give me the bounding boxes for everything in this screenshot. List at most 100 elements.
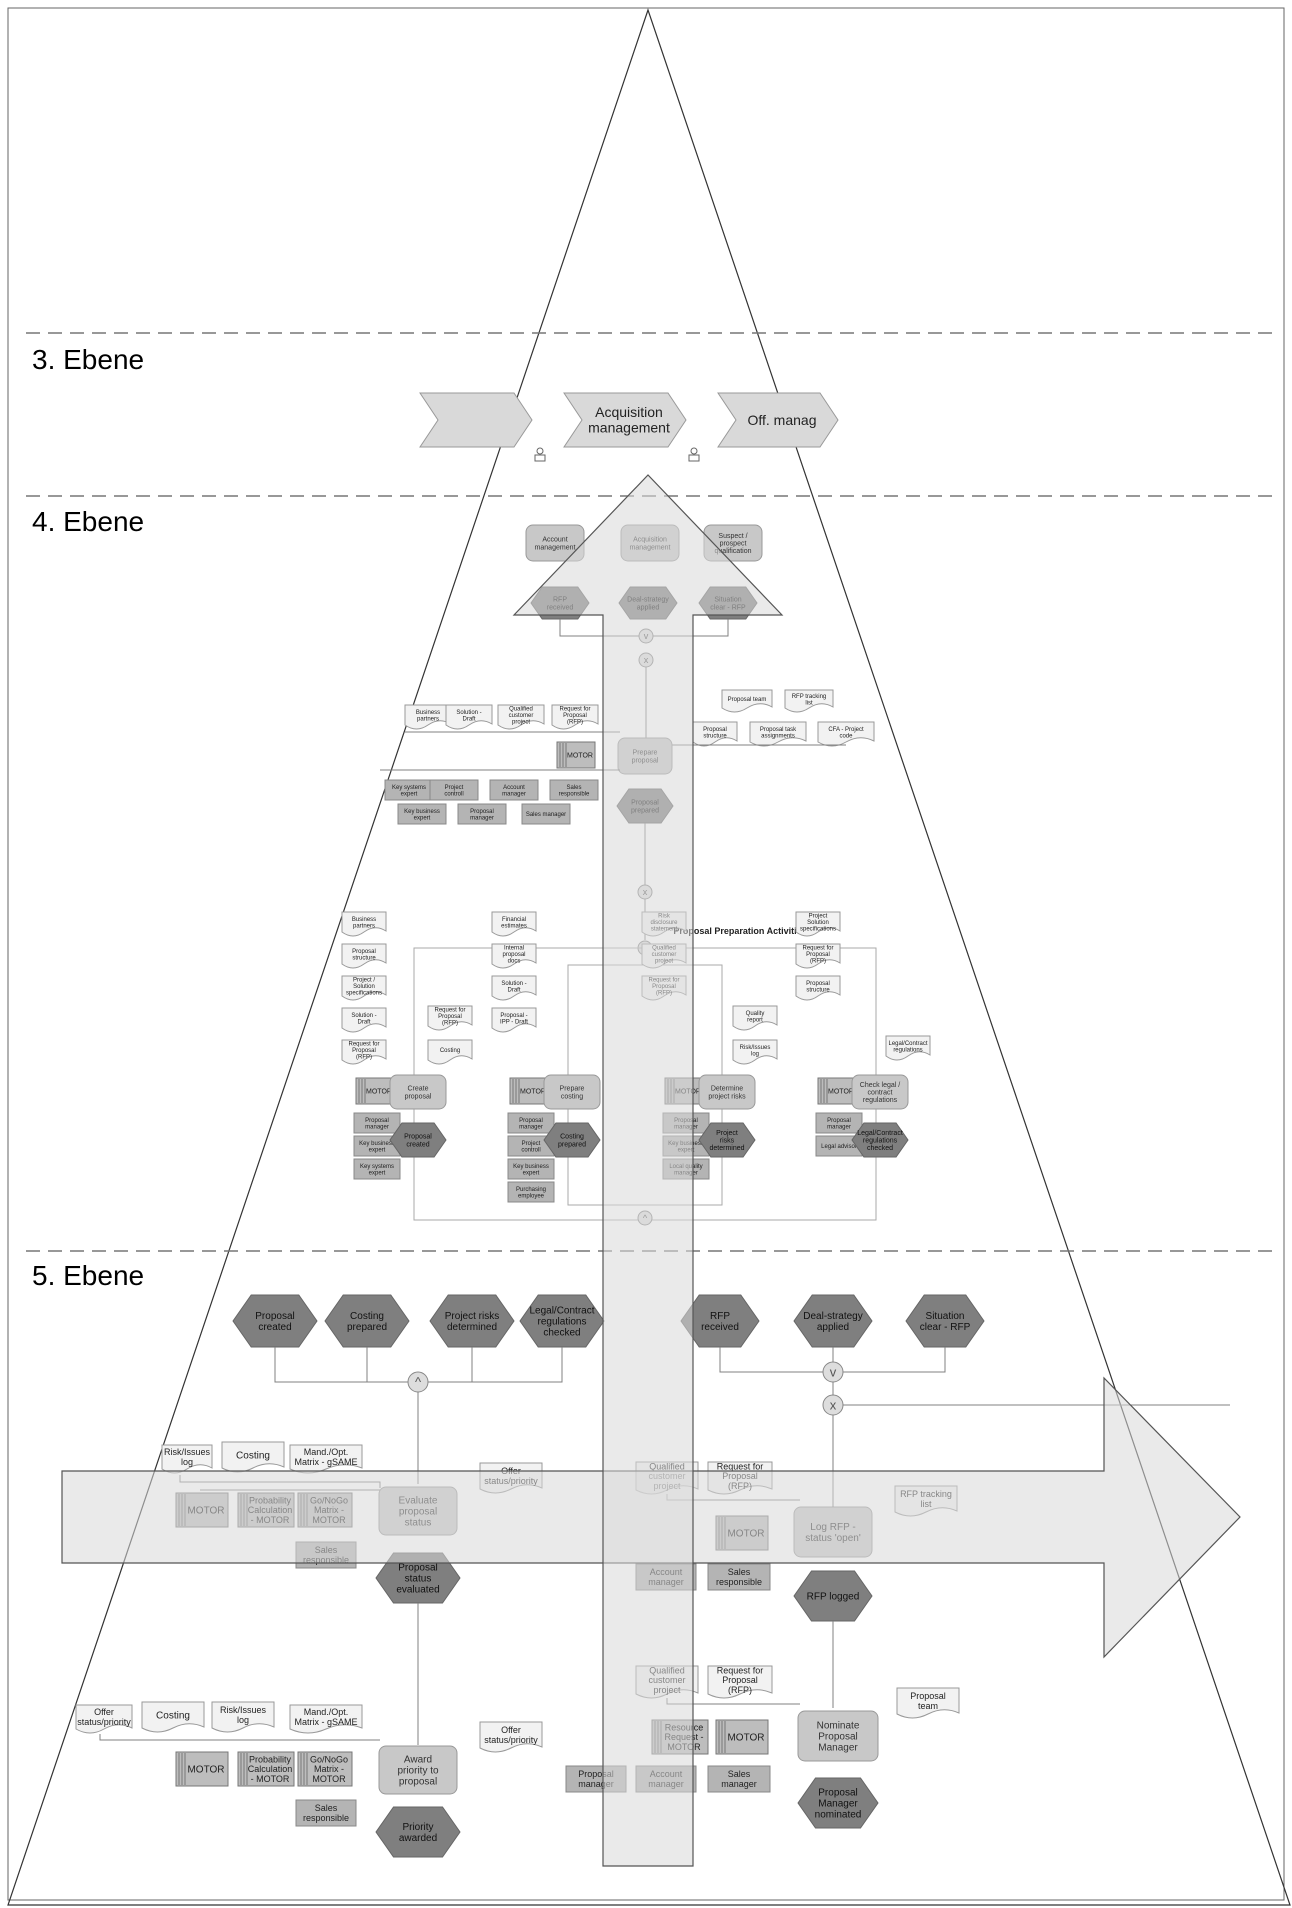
l4-activity-role: Legal advisor: [815, 1135, 863, 1157]
level-3-label: 3. Ebene: [32, 344, 145, 375]
shape-label: Sales manager: [526, 812, 566, 818]
l4-activity-input: Solution -Draft: [491, 975, 537, 1001]
level-5-label: 5. Ebene: [32, 1260, 145, 1291]
document-shape: [795, 943, 841, 969]
role-shape: [507, 1112, 555, 1134]
document-shape: [445, 704, 493, 730]
chevron-shape: [563, 392, 687, 448]
document-shape: [795, 911, 841, 937]
event-shape: [389, 1122, 447, 1158]
shape-label: MOTOR: [366, 1088, 392, 1095]
document-shape: [721, 689, 773, 713]
event-shape: [543, 1122, 601, 1158]
shape-label: MOTOR: [727, 1733, 764, 1744]
connector-symbol: v: [830, 1365, 837, 1380]
overlay-arrows: [61, 474, 1241, 1867]
chevron-shape: [717, 392, 839, 448]
function-shape: [543, 1074, 601, 1110]
flow-line: [99, 1734, 380, 1741]
event-shape: [793, 1570, 873, 1622]
document-shape: [341, 1007, 387, 1033]
vertical-process-arrow: [512, 474, 784, 1867]
role-shape: [295, 1799, 357, 1827]
level-4-label: 4. Ebene: [32, 506, 145, 537]
shape-label: MOTOR: [567, 752, 593, 759]
pyramid-outline: [7, 8, 1291, 1906]
document-shape: [491, 911, 537, 937]
document-shape: [427, 1005, 473, 1031]
l4-role: Sales manager: [521, 803, 571, 825]
event-shape: [851, 1122, 909, 1158]
document-shape: [211, 1701, 275, 1733]
document-shape: [551, 704, 599, 730]
l4-motor-tool: MOTOR: [556, 741, 596, 769]
l4-activity-input: Solution -Draft: [341, 1007, 387, 1033]
function-shape: [797, 1710, 879, 1762]
shape-label: MOTOR: [828, 1088, 854, 1095]
l5-award-input: Mand./Opt.Matrix - gSAME: [289, 1704, 363, 1734]
l5-evaluate-input: Mand./Opt.Matrix - gSAME: [289, 1444, 363, 1474]
document-shape: [289, 1704, 363, 1734]
document-shape: [795, 975, 841, 1001]
document-shape: [491, 1007, 537, 1033]
document-shape: [341, 911, 387, 937]
document-shape: [491, 975, 537, 1001]
l4-activity-tool: MOTOR: [817, 1077, 857, 1105]
chevron-previous: [419, 392, 533, 448]
shape-label: Solution -Draft: [456, 710, 481, 723]
shape-label: MOTOR: [520, 1088, 546, 1095]
